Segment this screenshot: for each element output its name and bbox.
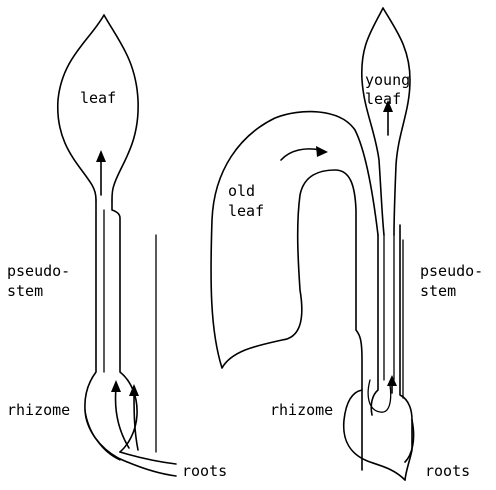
right-roots-label: roots bbox=[425, 462, 470, 480]
left-leaf-arrowhead bbox=[96, 150, 106, 162]
right-young-leaf-blade bbox=[362, 8, 410, 235]
right-young-leaf-label-2: leaf bbox=[365, 90, 401, 108]
left-leaf-label: leaf bbox=[80, 89, 116, 107]
right-rhizome bbox=[344, 390, 414, 480]
left-plant: leaf pseudo- stem rhizome roots bbox=[7, 15, 227, 480]
right-old-leaf-label-2: leaf bbox=[228, 202, 264, 220]
right-pseudostem-label-2: stem bbox=[420, 282, 456, 300]
left-rhizome-arrowhead-1 bbox=[111, 380, 121, 392]
right-plant: young leaf old leaf pseudo- stem rhizome… bbox=[211, 8, 483, 480]
left-leaf-blade bbox=[58, 15, 138, 200]
right-young-leaf-label-1: young bbox=[365, 71, 410, 89]
right-rhizome-arrowhead bbox=[387, 375, 397, 386]
right-inner-sheath bbox=[384, 235, 394, 380]
left-roots bbox=[118, 452, 176, 476]
left-rhizome-label: rhizome bbox=[7, 401, 70, 419]
left-pseudostem-outline bbox=[85, 200, 137, 458]
left-rhizome-arrow-1 bbox=[116, 388, 129, 448]
right-shoot-path bbox=[368, 380, 391, 412]
right-pseudostem-label-1: pseudo- bbox=[420, 262, 483, 280]
left-pseudostem-label-2: stem bbox=[7, 282, 43, 300]
left-pseudostem-label-1: pseudo- bbox=[7, 262, 70, 280]
right-old-leaf-label-1: old bbox=[228, 182, 255, 200]
right-old-leaf-arrowhead bbox=[316, 146, 328, 157]
right-rhizome-label: rhizome bbox=[270, 401, 333, 419]
left-roots-label: roots bbox=[182, 462, 227, 480]
left-rhizome-base bbox=[85, 410, 120, 460]
right-old-leaf-arrow bbox=[281, 149, 320, 160]
